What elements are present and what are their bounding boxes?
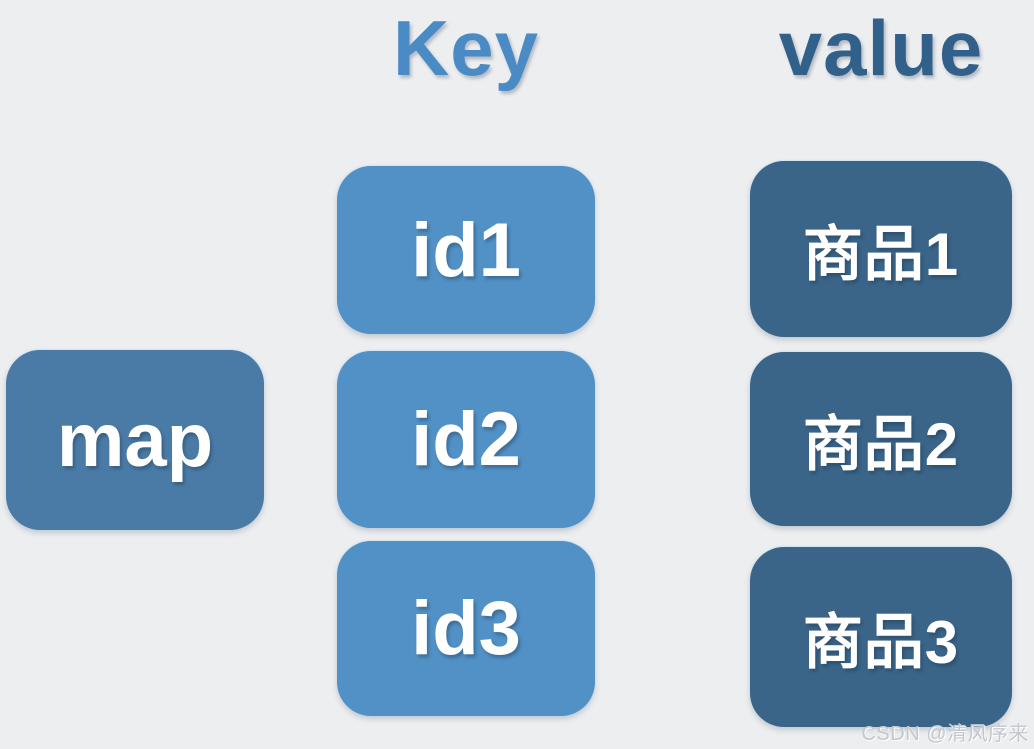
watermark: CSDN @清风序来 (861, 723, 1029, 745)
key-node-1-label: id1 (411, 207, 521, 293)
value-node-1: 商品1 (750, 161, 1012, 337)
key-node-1: id1 (337, 166, 595, 334)
map-node-label: map (56, 397, 214, 483)
map-node: map (6, 350, 264, 530)
value-column-header: value (778, 4, 984, 92)
key-node-2: id2 (337, 351, 595, 528)
key-node-2-label: id2 (411, 397, 521, 482)
value-node-2-label: 商品2 (802, 410, 960, 478)
value-node-2: 商品2 (750, 352, 1012, 526)
key-column-header: Key (392, 4, 540, 92)
key-node-3-label: id3 (411, 586, 521, 671)
value-node-3-label: 商品3 (802, 608, 960, 676)
value-node-3: 商品3 (750, 547, 1012, 727)
value-node-1-label: 商品1 (802, 220, 960, 288)
key-node-3: id3 (337, 541, 595, 716)
